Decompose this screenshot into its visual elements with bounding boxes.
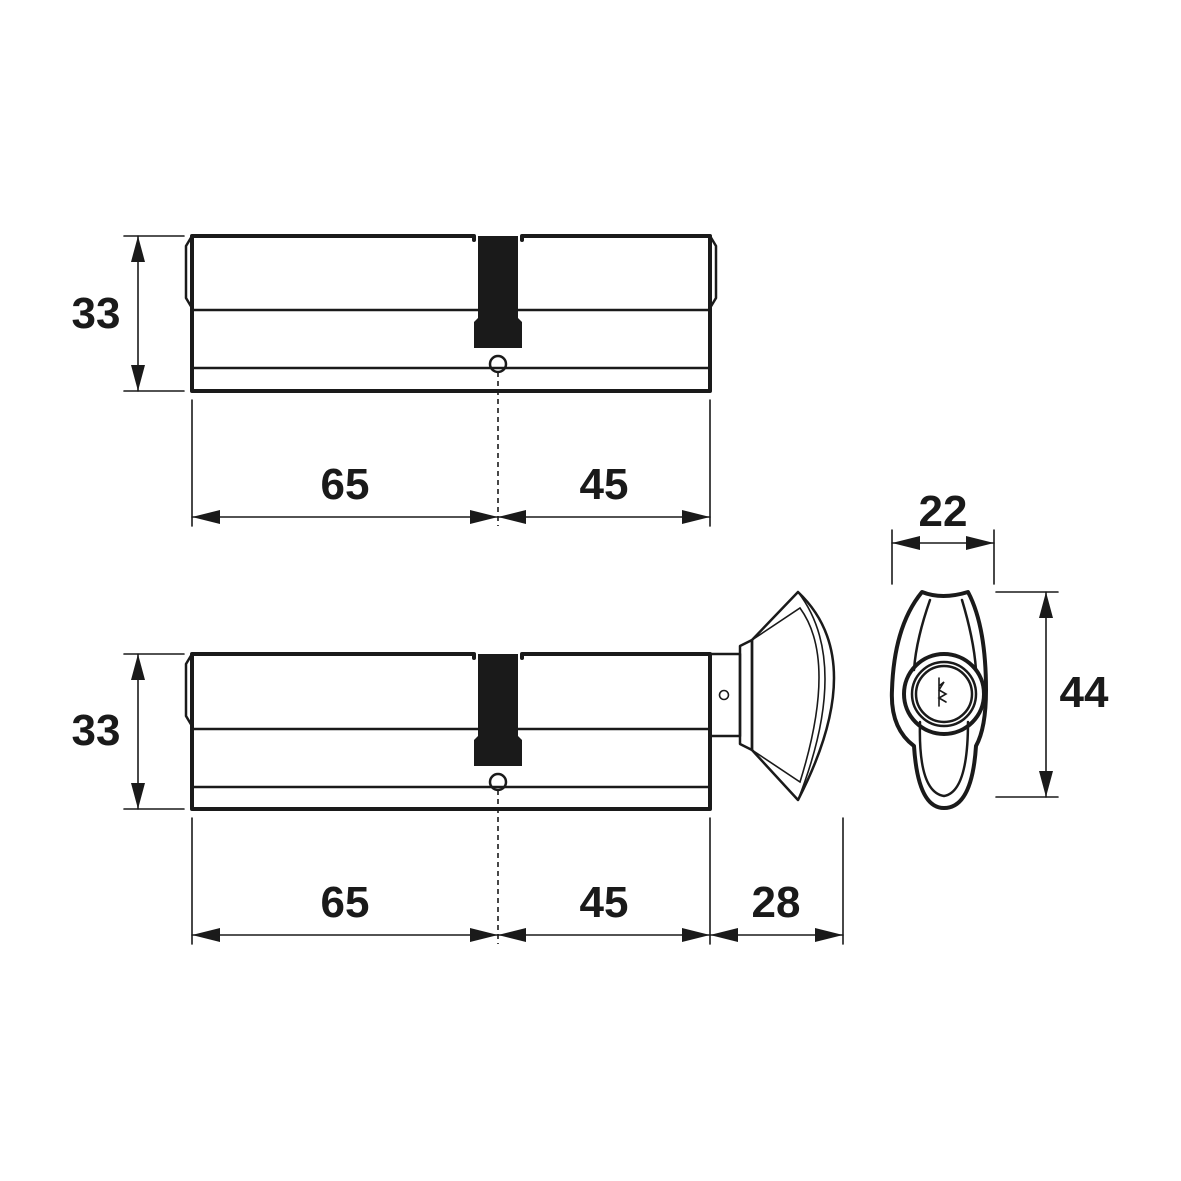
knob-length-label: 28	[752, 878, 801, 927]
height-dimension: 33	[72, 653, 185, 810]
thumbturn-cylinder-view: 33 65 45 28	[72, 590, 844, 945]
right-length-label: 45	[580, 878, 629, 927]
height-label: 44	[1060, 668, 1109, 717]
double-cylinder-view: 33 65 45	[72, 230, 718, 527]
end-view: 22 44	[889, 487, 1109, 810]
left-length-label: 65	[321, 878, 370, 927]
left-length-label: 65	[321, 460, 370, 509]
keyway-icon	[937, 677, 948, 707]
width-dimension: 22	[891, 487, 995, 585]
cylinder-body	[184, 648, 712, 811]
length-dimensions: 65 45	[191, 372, 711, 527]
thumbturn-knob	[708, 590, 836, 802]
right-length-label: 45	[580, 460, 629, 509]
height-label: 33	[72, 706, 121, 755]
cylinder-body	[184, 230, 718, 393]
cylinder-end-profile	[889, 590, 988, 810]
height-dimension: 33	[72, 235, 185, 392]
height-dimension: 44	[995, 591, 1109, 798]
width-label: 22	[919, 487, 968, 536]
length-dimensions: 65 45 28	[191, 790, 844, 945]
height-label: 33	[72, 289, 121, 338]
